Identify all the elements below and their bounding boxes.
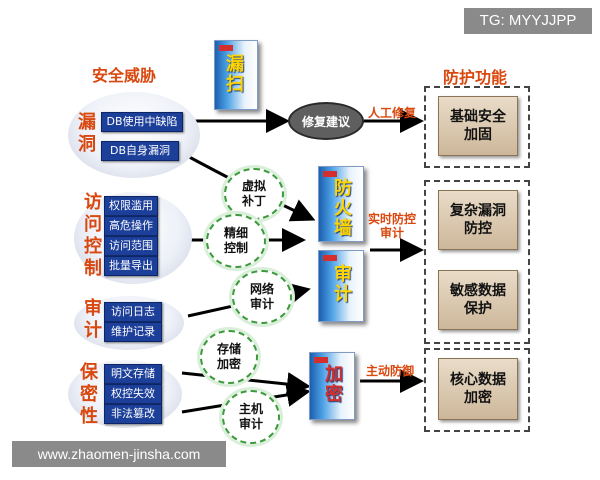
- product-box-encryption: 加密: [309, 352, 355, 420]
- box-brand-mark: [219, 45, 233, 51]
- cloud-host-audit: 主机审计: [222, 390, 280, 444]
- function-scroll: 核心数据加密: [438, 358, 518, 420]
- product-label: 漏扫: [226, 54, 244, 95]
- threat-item: 非法篡改: [104, 404, 162, 424]
- cloud-label: 存储加密: [216, 342, 241, 371]
- repair-suggestion-node: 修复建议: [288, 102, 364, 140]
- threat-item: 访问日志: [104, 302, 162, 322]
- function-label: 基础安全加固: [450, 109, 506, 143]
- action-active-defense: 主动防御: [365, 364, 414, 378]
- cloud-fine-control: 精细控制: [206, 214, 266, 268]
- box-brand-mark: [323, 171, 337, 177]
- cloud-label: 主机审计: [238, 402, 263, 431]
- function-frame-1: 基础安全加固: [424, 86, 530, 168]
- function-scroll: 复杂漏洞防控: [438, 190, 518, 250]
- cloud-storage-encryption: 存储加密: [200, 330, 258, 384]
- action-realtime-audit: 实时防控审计: [368, 212, 417, 240]
- cloud-label: 网络审计: [249, 282, 274, 311]
- cloud-label: 虚拟补丁: [241, 179, 266, 208]
- category-audit-title: 审计: [84, 298, 102, 341]
- cloud-network-audit: 网络审计: [232, 270, 292, 324]
- function-label: 核心数据加密: [450, 372, 506, 406]
- function-scroll: 基础安全加固: [438, 96, 518, 156]
- cloud-virtual-patch: 虚拟补丁: [224, 168, 284, 220]
- product-label: 审计: [334, 264, 352, 305]
- function-frame-3: 核心数据加密: [424, 348, 530, 432]
- product-box-scanner: 漏扫: [214, 40, 258, 110]
- product-label: 防火墙: [334, 178, 352, 239]
- functions-header: 防护功能: [443, 68, 508, 87]
- category-access-control-title: 访问控制: [84, 192, 102, 279]
- threat-item: DB使用中缺陷: [101, 112, 183, 132]
- product-box-firewall: 防火墙: [318, 166, 364, 242]
- category-vulnerability-title: 漏洞: [78, 112, 96, 155]
- threat-item: 维护记录: [104, 322, 162, 342]
- watermark-bottom: www.zhaomen-jinsha.com: [12, 441, 226, 467]
- watermark-top: TG: MYYJJPP: [464, 8, 592, 34]
- threats-header: 安全威胁: [92, 66, 157, 85]
- threat-item: 高危操作: [104, 216, 158, 236]
- function-label: 复杂漏洞防控: [450, 203, 506, 237]
- function-frame-2: 复杂漏洞防控 敏感数据保护: [424, 180, 530, 344]
- threat-item: 批量导出: [104, 256, 158, 276]
- threat-item: DB自身漏洞: [101, 141, 179, 161]
- product-label: 加密: [325, 364, 343, 405]
- cloud-label: 精细控制: [223, 226, 248, 255]
- threat-item: 访问范围: [104, 236, 158, 256]
- threat-item: 权控失效: [104, 384, 162, 404]
- action-manual-repair: 人工修复: [367, 106, 416, 120]
- threat-item: 明文存储: [104, 364, 162, 384]
- category-confidentiality-title: 保密性: [80, 362, 98, 427]
- function-scroll: 敏感数据保护: [438, 270, 518, 330]
- threat-item: 权限滥用: [104, 196, 158, 216]
- category-vulnerability: [68, 92, 200, 178]
- function-label: 敏感数据保护: [450, 283, 506, 317]
- box-brand-mark: [323, 255, 337, 261]
- product-box-audit: 审计: [318, 250, 364, 322]
- box-brand-mark: [314, 357, 328, 363]
